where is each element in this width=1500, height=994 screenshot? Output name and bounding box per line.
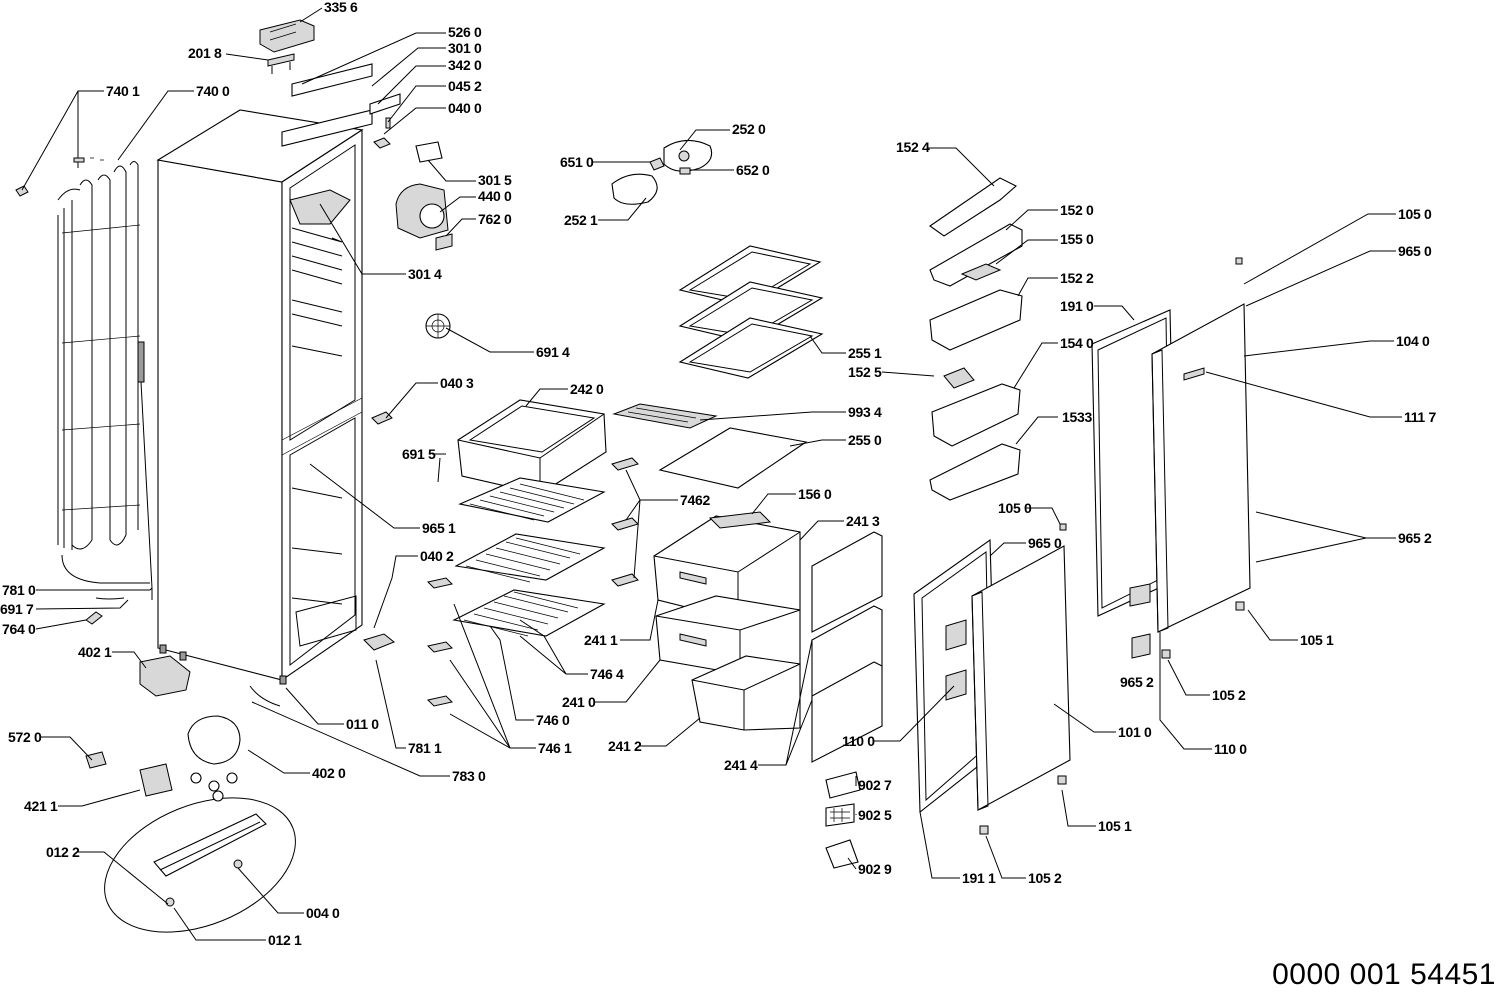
label-6915: 691 5 <box>402 446 436 462</box>
label-3420: 342 0 <box>448 57 482 73</box>
label-9934: 993 4 <box>848 404 882 420</box>
label-1117: 111 7 <box>1404 409 1437 425</box>
glass-shelves <box>612 245 824 489</box>
label-1050-mid: 105 0 <box>998 500 1032 516</box>
label-4020: 402 0 <box>312 765 346 781</box>
label-9650-top: 965 0 <box>1398 243 1432 259</box>
label-9029: 902 9 <box>858 861 892 877</box>
label-3010: 301 0 <box>448 40 482 56</box>
doors <box>913 257 1251 814</box>
label-2410: 241 0 <box>562 694 596 710</box>
label-7620: 762 0 <box>478 211 512 227</box>
label-1525: 152 5 <box>848 364 882 380</box>
label-1051-right: 105 1 <box>1300 632 1334 648</box>
label-2412: 241 2 <box>608 738 642 754</box>
cabinet <box>156 109 364 685</box>
label-2414: 241 4 <box>724 757 758 773</box>
label-2551: 255 1 <box>848 345 882 361</box>
leader-lines <box>21 7 1402 941</box>
label-2018: 201 8 <box>188 45 222 61</box>
label-1560: 156 0 <box>798 486 832 502</box>
label-7461: 746 1 <box>538 740 572 756</box>
label-1051-lower: 105 1 <box>1098 818 1132 834</box>
lamp-parts <box>611 139 713 205</box>
label-2550: 255 0 <box>848 432 882 448</box>
label-4021: 402 1 <box>78 644 112 660</box>
part-labels: 335 6 201 8 526 0 301 0 342 0 045 2 040 … <box>0 0 1437 948</box>
label-2413: 241 3 <box>846 513 880 529</box>
label-2521: 252 1 <box>564 212 598 228</box>
label-1050-top: 105 0 <box>1398 206 1432 222</box>
label-7401: 740 1 <box>106 83 140 99</box>
label-2411: 241 1 <box>584 632 618 648</box>
wire-baskets <box>452 477 606 637</box>
label-0121: 012 1 <box>268 932 302 948</box>
label-7810: 781 0 <box>2 582 36 598</box>
label-1100-right: 110 0 <box>1214 741 1247 757</box>
label-1524: 152 4 <box>896 139 930 155</box>
label-0402: 040 2 <box>420 548 454 564</box>
document-number: 0000 001 54451 <box>1272 958 1496 991</box>
control-parts <box>259 19 453 339</box>
label-6520: 652 0 <box>736 162 770 178</box>
label-0122: 012 2 <box>46 844 80 860</box>
label-4211: 421 1 <box>24 798 58 814</box>
label-2420: 242 0 <box>570 381 604 397</box>
label-1010: 101 0 <box>1118 724 1152 740</box>
label-0400: 040 0 <box>448 100 482 116</box>
label-9027: 902 7 <box>858 777 892 793</box>
label-5260: 526 0 <box>448 24 482 40</box>
label-7640: 764 0 <box>2 621 36 637</box>
label-0110: 011 0 <box>346 716 379 732</box>
condenser-coil <box>15 157 153 625</box>
label-7400: 740 0 <box>196 83 230 99</box>
door-bins <box>929 177 1023 501</box>
label-0403: 040 3 <box>440 375 474 391</box>
label-6917: 691 7 <box>0 601 34 617</box>
label-1550: 155 0 <box>1060 231 1094 247</box>
label-6914: 691 4 <box>536 344 570 360</box>
label-7464: 746 4 <box>590 666 624 682</box>
label-1100-left: 110 0 <box>842 733 875 749</box>
freezer-drawers <box>363 399 883 763</box>
label-7460: 746 0 <box>536 712 570 728</box>
label-1052-lower: 105 2 <box>1028 870 1062 886</box>
label-4400: 440 0 <box>478 188 512 204</box>
label-1910: 191 0 <box>1060 298 1094 314</box>
label-1520: 152 0 <box>1060 202 1094 218</box>
label-5720: 572 0 <box>8 729 42 745</box>
label-3015: 301 5 <box>478 172 512 188</box>
label-1911: 191 1 <box>962 870 996 886</box>
label-3014: 301 4 <box>408 266 442 282</box>
label-2520: 252 0 <box>732 121 766 137</box>
label-0452: 045 2 <box>448 78 482 94</box>
label-7830: 783 0 <box>452 768 486 784</box>
compressor-parts <box>85 655 296 933</box>
label-1540: 154 0 <box>1060 335 1094 351</box>
label-9652-right: 965 2 <box>1398 530 1432 546</box>
label-3356: 335 6 <box>324 0 358 15</box>
label-9651: 965 1 <box>422 520 456 536</box>
label-1052-right: 105 2 <box>1212 687 1246 703</box>
label-1533: 1533 <box>1062 409 1092 425</box>
label-1040: 104 0 <box>1396 333 1430 349</box>
label-6510: 651 0 <box>560 154 594 170</box>
label-7462: 7462 <box>680 492 710 508</box>
label-0040: 004 0 <box>306 905 340 921</box>
label-9650-mid: 965 0 <box>1028 535 1062 551</box>
label-9652-mid: 965 2 <box>1120 674 1154 690</box>
label-1522: 152 2 <box>1060 270 1094 286</box>
label-9025: 902 5 <box>858 807 892 823</box>
label-7811: 781 1 <box>408 740 442 756</box>
